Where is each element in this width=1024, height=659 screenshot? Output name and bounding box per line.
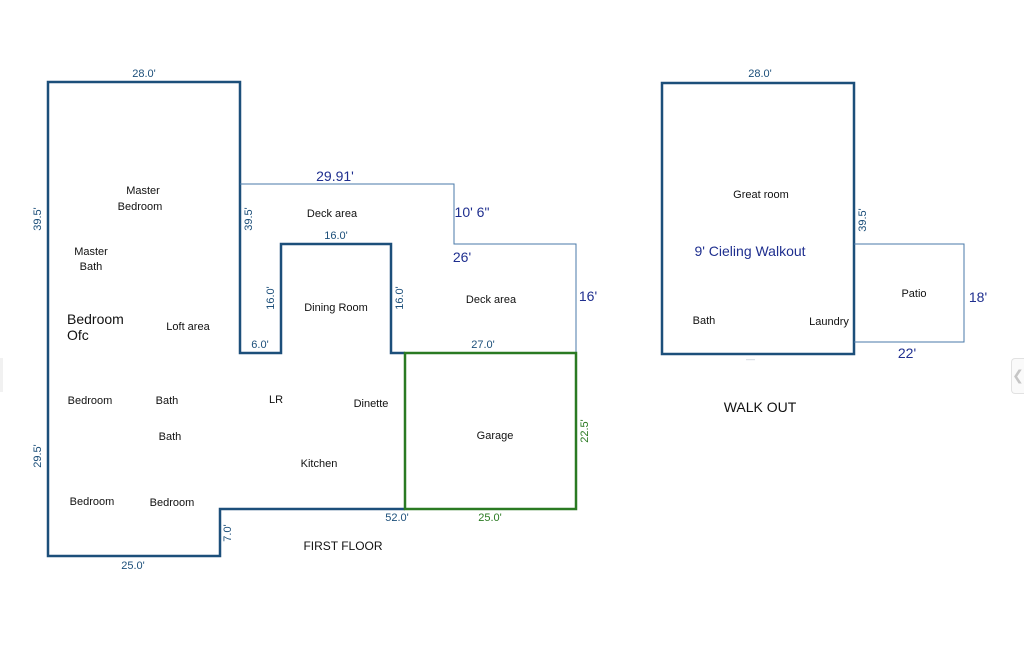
room-master-bedroom-line2: Bedroom: [118, 201, 163, 213]
first-floor-plan: [46, 80, 578, 558]
walkout-dim-top-width: 28.0': [748, 68, 772, 80]
walkout-room-patio: Patio: [901, 288, 926, 300]
dim-notch-bottom: 6.0': [251, 339, 268, 351]
room-dinette: Dinette: [354, 398, 389, 410]
dim-deck-right-top: 26': [453, 249, 471, 265]
walk-out-plan: —: [660, 81, 965, 364]
dim-garage-bottom: 25.0': [478, 512, 502, 524]
room-deck-area-lower: Deck area: [466, 294, 517, 306]
garage-outline: [403, 351, 578, 511]
next-arrow-button[interactable]: ❮: [1011, 358, 1024, 394]
hidden-dimension-fragment: —: [746, 354, 755, 364]
dim-deck-top: 29.91': [316, 168, 354, 184]
room-master-bath-line2: Bath: [80, 261, 103, 273]
dim-top-width: 28.0': [132, 68, 156, 80]
left-edge-strip: [0, 358, 3, 392]
walk-out-title: WALK OUT: [724, 399, 797, 415]
room-kitchen: Kitchen: [301, 458, 338, 470]
dim-left-lower: 29.5': [32, 444, 44, 468]
dim-dining-left: 16.0': [265, 286, 277, 310]
deck-outline: [240, 183, 577, 353]
room-bedroom-c: Bedroom: [150, 497, 195, 509]
walkout-dim-patio-side: 18': [969, 289, 987, 305]
dim-inner-left: 39.5': [243, 207, 255, 231]
dim-deck-step: 10' 6": [455, 204, 490, 220]
dim-deck-right-side: 16': [579, 288, 597, 304]
room-bedroom-ofc-line2: Ofc: [67, 327, 89, 343]
room-loft-area: Loft area: [166, 321, 210, 333]
room-bedroom-a: Bedroom: [68, 395, 113, 407]
walkout-ceiling-note: 9' Cieling Walkout: [694, 243, 805, 259]
first-floor-title: FIRST FLOOR: [303, 539, 382, 553]
room-lr: LR: [269, 394, 283, 406]
chevron-left-icon: ❮: [1012, 368, 1024, 384]
patio-outline: [854, 243, 965, 343]
room-bedroom-b: Bedroom: [70, 496, 115, 508]
room-master-bath-line1: Master: [74, 246, 108, 258]
walkout-room-bath: Bath: [693, 315, 716, 327]
room-bath-a: Bath: [156, 395, 179, 407]
room-deck-area-upper: Deck area: [307, 208, 358, 220]
dim-dining-right: 16.0': [394, 286, 406, 310]
dim-garage-side: 22.5': [579, 419, 591, 443]
first-floor-main-outline: [46, 80, 405, 558]
dim-step: 7.0': [222, 524, 234, 541]
dim-bottom-left: 25.0': [121, 560, 145, 572]
room-dining-room: Dining Room: [304, 302, 368, 314]
room-bath-b: Bath: [159, 431, 182, 443]
dim-dining-top: 16.0': [324, 230, 348, 242]
dim-left-upper: 39.5': [32, 207, 44, 231]
room-garage: Garage: [477, 430, 514, 442]
dim-deck-bottom: 27.0': [471, 339, 495, 351]
walk-out-outline: [660, 81, 856, 356]
walkout-room-laundry: Laundry: [809, 316, 849, 328]
walkout-dim-patio-bottom: 22': [898, 345, 916, 361]
loft-notch-wall: [238, 184, 405, 355]
walkout-room-great-room: Great room: [733, 189, 789, 201]
room-bedroom-ofc-line1: Bedroom: [67, 311, 124, 327]
dim-bottom-total: 52.0': [385, 512, 409, 524]
walkout-dim-right-side: 39.5': [857, 208, 869, 232]
room-master-bedroom-line1: Master: [126, 185, 160, 197]
